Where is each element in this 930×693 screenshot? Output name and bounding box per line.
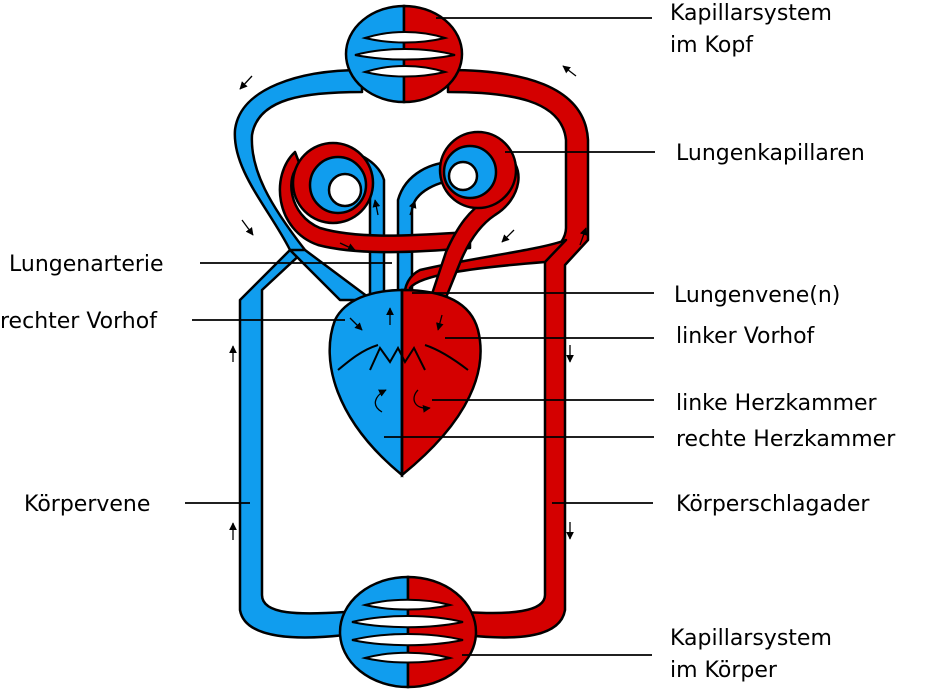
label-pulmonary-artery: Lungenarterie (9, 252, 164, 277)
flow-arrows (229, 65, 588, 540)
lung-left-inner (327, 172, 363, 208)
heart (328, 288, 482, 478)
flow-arrow (339, 242, 356, 251)
lung-capillaries (291, 130, 518, 225)
flow-arrow (501, 229, 515, 243)
leader-lines (185, 17, 655, 656)
body-capillary-venous-half (338, 575, 410, 689)
label-left-ventricle: linke Herzkammer (676, 391, 878, 416)
body-capillary-arterial-half (406, 575, 478, 689)
heart-valve-left (337, 344, 469, 371)
label-head-capillaries-line2: im Kopf (670, 33, 754, 58)
heart-valves (369, 345, 426, 371)
label-head-capillaries-line1: Kapillarsystem (670, 1, 832, 26)
flow-arrow (413, 389, 431, 413)
aorta-loop (446, 68, 590, 639)
labels: Kapillarsystem im Kopf Lungenkapillaren … (0, 1, 896, 683)
heart-right-side (328, 288, 405, 478)
label-systemic-vein: Körpervene (24, 492, 150, 517)
flow-arrow (372, 199, 381, 216)
label-body-capillaries-line2: im Körper (670, 658, 778, 683)
head-capillary-loops (354, 31, 456, 78)
flow-arrow (436, 314, 444, 331)
head-capillary-system (344, 4, 464, 104)
body-capillary-system (338, 575, 478, 689)
vena-cava-to-heart (288, 248, 374, 302)
flow-arrow (239, 75, 253, 90)
label-pulmonary-veins: Lungenvene(n) (674, 283, 840, 308)
body-capillary-loops (351, 598, 464, 664)
label-right-ventricle: rechte Herzkammer (676, 427, 896, 452)
flow-arrow (241, 219, 254, 236)
flow-arrow (579, 227, 588, 246)
flow-arrow (562, 65, 577, 77)
label-systemic-artery: Körperschlagader (676, 492, 870, 517)
label-lung-capillaries: Lungenkapillaren (676, 141, 865, 166)
label-right-atrium: rechter Vorhof (0, 309, 158, 334)
label-body-capillaries-line1: Kapillarsystem (670, 626, 832, 651)
flow-arrow (408, 200, 417, 216)
label-left-atrium: linker Vorhof (676, 324, 816, 349)
lung-right-inner (447, 160, 479, 192)
flow-arrow (374, 389, 387, 413)
flow-arrow (349, 317, 363, 331)
